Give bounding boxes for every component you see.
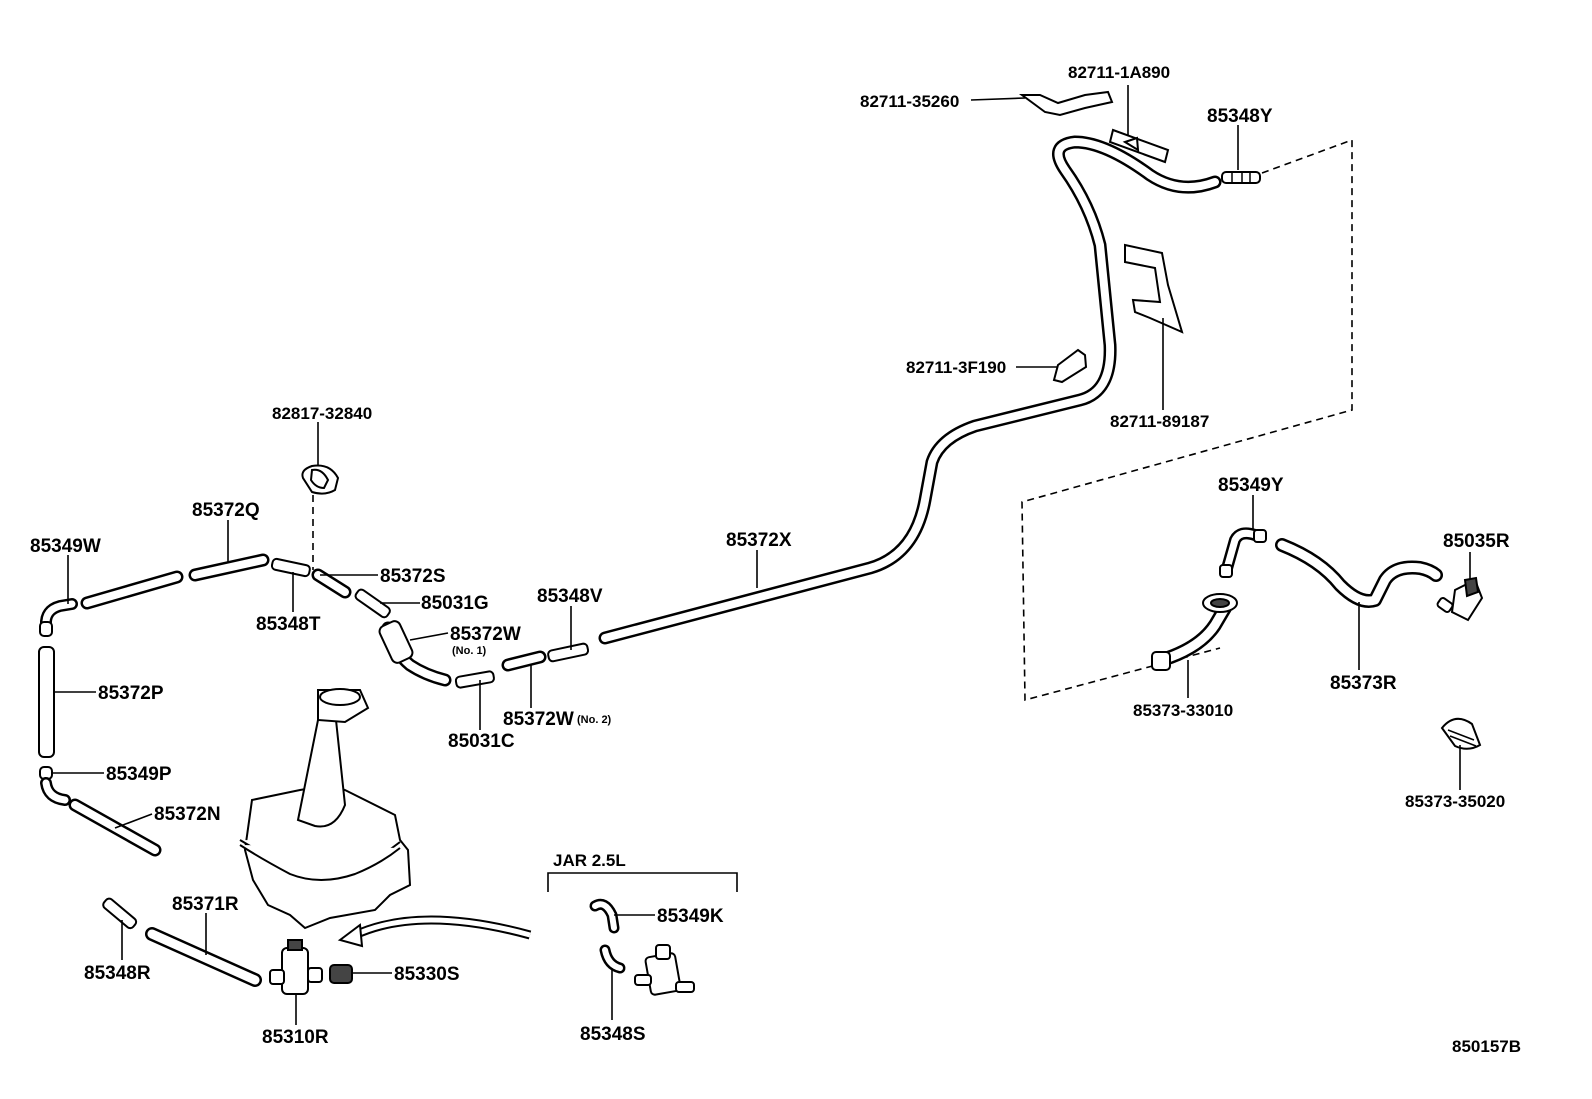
- label-85348Y-top: 85348Y: [1207, 106, 1273, 127]
- label-82711-1A890: 82711-1A890: [1068, 63, 1170, 82]
- elbow-85349K: [589, 898, 620, 934]
- diagram-code: 850157B: [1452, 1037, 1521, 1056]
- nozzle-85035R: [1436, 576, 1484, 622]
- clamp-82711-1A890: [1108, 128, 1170, 164]
- connector-85348S: [599, 944, 626, 974]
- label-85372S: 85372S: [380, 566, 446, 587]
- label-85372X: 85372X: [726, 530, 792, 551]
- elbow-85349Y: [1219, 527, 1267, 578]
- jar-group-bracket: [547, 872, 738, 892]
- label-85031G: 85031G: [421, 593, 489, 614]
- label-no1: (No. 1): [452, 645, 487, 657]
- hose-85372X: [598, 135, 1222, 645]
- connector-85348V: [547, 642, 590, 663]
- connector-85348T: [270, 557, 311, 578]
- cap-85373-35020: [1440, 717, 1482, 750]
- label-85349Y: 85349Y: [1218, 475, 1284, 496]
- clamp-82711-89187: [1124, 243, 1184, 334]
- connector-85031G: [354, 588, 391, 619]
- label-82817-32840: 82817-32840: [272, 404, 372, 423]
- hose-85372W-no2: [501, 650, 547, 672]
- label-85349P: 85349P: [106, 764, 172, 785]
- label-85372W-no2: 85372W: [503, 709, 574, 730]
- label-85349W: 85349W: [30, 536, 101, 557]
- grommet-82817-32840: [301, 464, 340, 495]
- washer-tank: [239, 688, 412, 930]
- label-85330S: 85330S: [394, 964, 460, 985]
- elbow-85349W: [39, 598, 78, 637]
- label-jar-2-5l: JAR 2.5L: [553, 851, 626, 870]
- hose-85372W-no1: [378, 620, 452, 687]
- clamp-82711-3F190: [1052, 348, 1088, 384]
- label-82711-89187: 82711-89187: [1110, 412, 1209, 431]
- leader-lines: [52, 85, 1471, 1025]
- label-85373R: 85373R: [1330, 673, 1397, 694]
- label-85373-33010: 85373-33010: [1133, 701, 1233, 720]
- hose-85372P: [38, 646, 55, 758]
- jar-pump: [634, 944, 695, 996]
- label-no2: (No. 2): [577, 714, 612, 726]
- label-85372N: 85372N: [154, 804, 221, 825]
- dashed-boundary: [1021, 138, 1353, 702]
- label-85348T: 85348T: [256, 614, 321, 635]
- label-85373-35020: 85373-35020: [1405, 792, 1505, 811]
- label-85372P: 85372P: [98, 683, 164, 704]
- label-85348V: 85348V: [537, 586, 603, 607]
- label-82711-3F190: 82711-3F190: [906, 358, 1006, 377]
- arrow-to-jar: [337, 915, 532, 948]
- connector-85031C: [454, 670, 495, 689]
- label-85348R: 85348R: [84, 963, 151, 984]
- label-85349K: 85349K: [657, 906, 724, 927]
- hose-85373R: [1275, 538, 1443, 608]
- label-85348S: 85348S: [580, 1024, 646, 1045]
- hose-85371R: [145, 927, 262, 987]
- connector-85348R: [102, 897, 138, 930]
- label-85031C: 85031C: [448, 731, 515, 752]
- hose-85373-33010: [1151, 593, 1238, 671]
- label-82711-35260: 82711-35260: [860, 92, 959, 111]
- connector-85348Y-top: [1221, 171, 1261, 184]
- elbow-85349P: [39, 766, 71, 806]
- hose-85372S: [311, 568, 352, 599]
- label-85310R: 85310R: [262, 1027, 329, 1048]
- label-85372W-no1: 85372W: [450, 624, 521, 645]
- hose-85372Q: [80, 553, 270, 610]
- label-85371R: 85371R: [172, 894, 239, 915]
- label-85035R: 85035R: [1443, 531, 1510, 552]
- pump-85310R: [269, 939, 323, 995]
- clamp-82711-35260: [1018, 90, 1114, 117]
- grommet-85330S: [329, 964, 353, 984]
- label-85372Q: 85372Q: [192, 500, 260, 521]
